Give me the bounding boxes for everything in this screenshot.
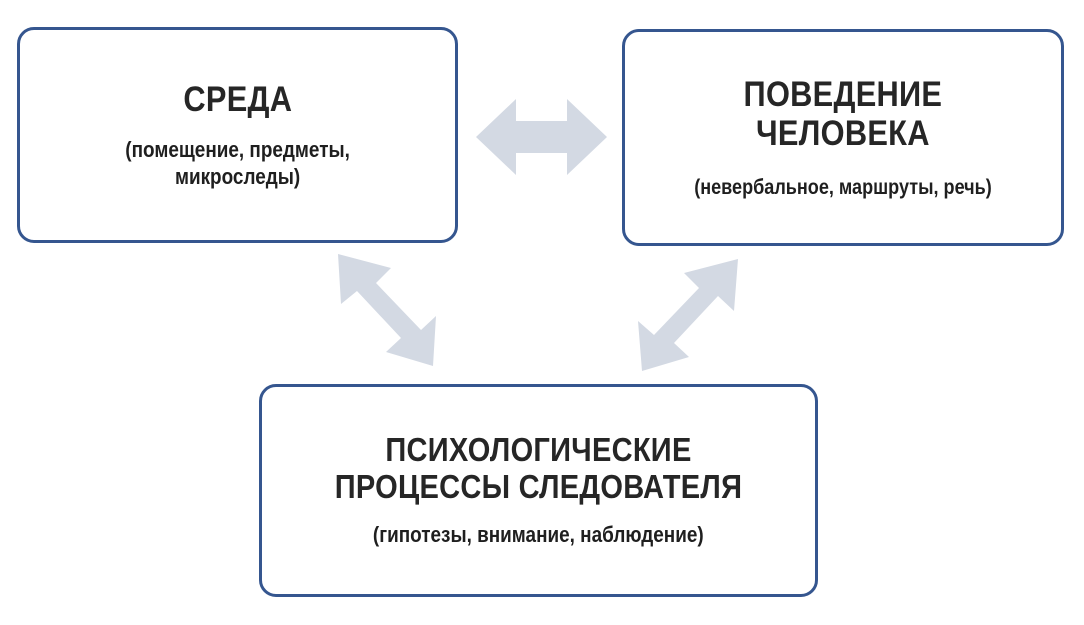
double-arrow-horizontal-shape [476, 99, 607, 175]
node-human-behavior-subtitle: (невербальное, маршруты, речь) [694, 176, 992, 200]
node-psychological-processes[interactable]: ПСИХОЛОГИЧЕСКИЕ ПРОЦЕССЫ СЛЕДОВАТЕЛЯ (ги… [259, 384, 818, 597]
node-psychological-processes-subtitle: (гипотезы, внимание, наблюдение) [373, 522, 704, 548]
node-environment[interactable]: СРЕДА (помещение, предметы, микроследы) [17, 27, 458, 243]
node-human-behavior-title: ПОВЕДЕНИЕ ЧЕЛОВЕКА [743, 74, 943, 153]
double-arrow-diagonal-nw-se-icon [336, 254, 436, 366]
double-arrow-diagonal-nw-se-shape [338, 254, 436, 366]
node-environment-subtitle: (помещение, предметы, микроследы) [125, 137, 350, 189]
double-arrow-diagonal-ne-sw-icon [638, 259, 740, 371]
node-human-behavior[interactable]: ПОВЕДЕНИЕ ЧЕЛОВЕКА (невербальное, маршру… [622, 29, 1064, 246]
node-psychological-processes-title: ПСИХОЛОГИЧЕСКИЕ ПРОЦЕССЫ СЛЕДОВАТЕЛЯ [334, 431, 743, 506]
double-arrow-horizontal-icon [476, 97, 607, 177]
node-environment-title: СРЕДА [183, 80, 292, 120]
double-arrow-diagonal-ne-sw-shape [638, 259, 738, 371]
